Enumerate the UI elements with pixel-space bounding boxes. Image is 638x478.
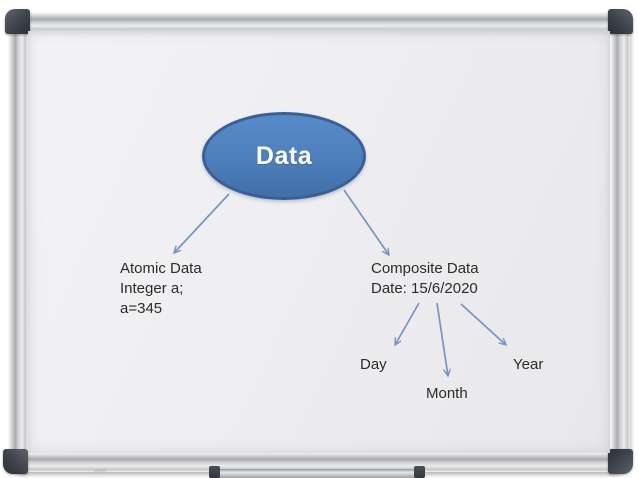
- frame-corner-top-right: [608, 9, 633, 34]
- pen-tray: [211, 469, 424, 478]
- frame-corner-bottom-left: [3, 449, 28, 474]
- node-data-label: Data: [255, 141, 313, 170]
- whiteboard-frame-left: [8, 14, 28, 458]
- node-day: Day: [360, 356, 387, 373]
- node-year: Year: [513, 356, 544, 373]
- frame-corner-top-left: [5, 9, 30, 34]
- node-month: Month: [426, 385, 468, 402]
- whiteboard-frame-right: [610, 14, 630, 458]
- node-atomic-data: Atomic Data Integer a; a=345: [120, 259, 202, 319]
- atomic-line-2: Integer a;: [120, 280, 184, 297]
- whiteboard-surface: [28, 31, 610, 473]
- composite-line-2: Date: 15/6/2020: [371, 280, 478, 297]
- whiteboard-frame-top: [18, 12, 620, 32]
- node-data-ellipse: Data: [202, 112, 366, 200]
- atomic-line-1: Atomic Data: [120, 260, 202, 277]
- pen-tray-cap-right: [414, 466, 425, 478]
- pen-tray-cap-left: [209, 466, 220, 478]
- whiteboard-frame-bottom: [18, 452, 620, 472]
- atomic-line-3: a=345: [120, 300, 163, 317]
- composite-line-1: Composite Data: [371, 260, 479, 277]
- node-composite-data: Composite Data Date: 15/6/2020: [371, 259, 479, 299]
- frame-corner-bottom-right: [608, 449, 633, 474]
